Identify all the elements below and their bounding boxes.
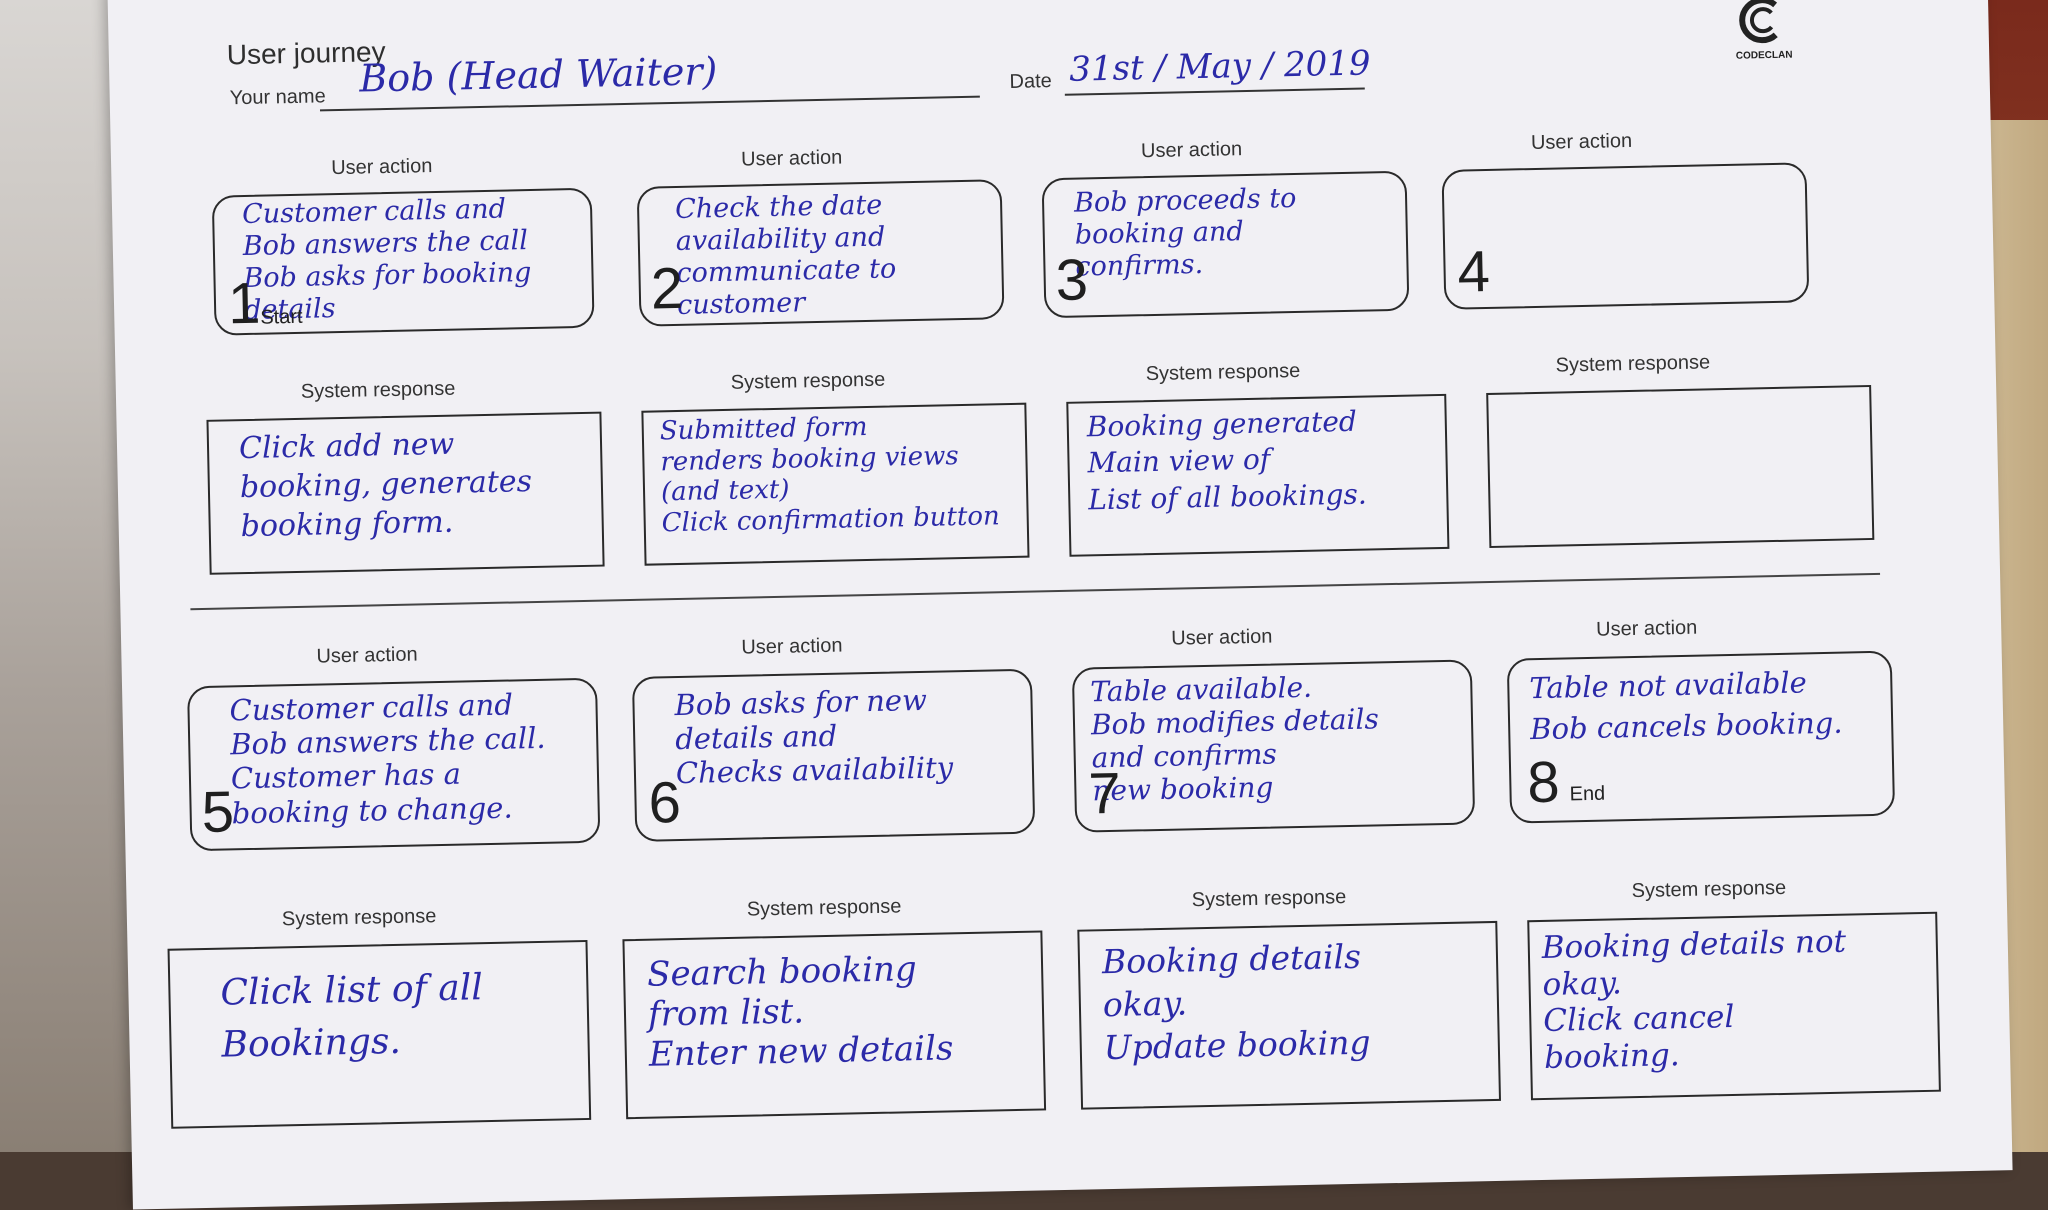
system-response-text-7: Booking details okay. Update booking — [1101, 936, 1371, 1067]
system-response-box-2: Submitted form renders booking views (an… — [641, 402, 1030, 566]
system-response-label-2: System response — [730, 368, 886, 394]
system-response-label-1: System response — [300, 377, 456, 403]
end-label: End — [1569, 782, 1606, 806]
user-action-text-2: Check the date availability and communic… — [674, 189, 897, 321]
user-action-label-4: User action — [1530, 129, 1633, 155]
system-response-label-4: System response — [1555, 351, 1711, 377]
step-number-2: 2 — [650, 255, 684, 322]
step-number-8: 8 — [1526, 749, 1561, 816]
codeclan-logo: CODECLAN — [1718, 0, 1809, 62]
user-action-box-1: Customer calls and Bob answers the call … — [211, 187, 595, 337]
codeclan-logo-icon — [1739, 0, 1778, 44]
user-action-text-6: Bob asks for new details and Checks avai… — [674, 682, 954, 791]
step-number-4: 4 — [1456, 238, 1491, 305]
user-action-text-7: Table available. Bob modifies details an… — [1090, 670, 1380, 808]
step-number-7: 7 — [1087, 760, 1122, 827]
system-response-label-7: System response — [1191, 886, 1347, 912]
logo-text: CODECLAN — [1735, 49, 1793, 62]
date-label: Date — [1009, 70, 1053, 93]
date-value: 31st / May / 2019 — [1068, 43, 1372, 90]
system-response-box-6: Search booking from list. Enter new deta… — [622, 930, 1047, 1120]
system-response-box-5: Click list of all Bookings. — [167, 939, 592, 1129]
system-response-box-1: Click add new booking, generates booking… — [206, 411, 605, 575]
user-action-label-7: User action — [1171, 625, 1273, 650]
user-action-label-8: User action — [1595, 616, 1698, 641]
system-response-text-2: Submitted form renders booking views (an… — [659, 412, 1001, 539]
system-response-box-8: Booking details not okay. Click cancel b… — [1527, 911, 1941, 1101]
user-action-text-8: Table not available Bob cancels booking. — [1529, 665, 1843, 746]
system-response-label-3: System response — [1145, 359, 1301, 386]
step-number-5: 5 — [201, 779, 235, 846]
system-response-box-3: Booking generated Main view of List of a… — [1066, 393, 1450, 557]
system-response-text-8: Booking details not okay. Click cancel b… — [1541, 923, 1847, 1076]
system-response-text-1: Click add new booking, generates booking… — [238, 426, 533, 545]
user-action-text-3: Bob proceeds to booking and confirms. — [1073, 182, 1297, 283]
system-response-label-5: System response — [281, 905, 437, 931]
row-divider — [190, 572, 1881, 611]
start-label: Start — [260, 305, 303, 329]
user-action-label-3: User action — [1140, 138, 1243, 163]
step-number-1: 1 — [227, 270, 261, 337]
user-action-label-6: User action — [741, 634, 843, 659]
name-label: Your name — [229, 85, 326, 110]
user-action-box-2: Check the date availability and communic… — [636, 179, 1005, 327]
user-action-label-5: User action — [316, 643, 418, 668]
step-number-3: 3 — [1055, 247, 1089, 314]
user-action-label-2: User action — [740, 146, 843, 171]
system-response-label-8: System response — [1631, 876, 1787, 903]
user-action-box-5: Customer calls and Bob answers the call.… — [187, 677, 601, 852]
user-action-box-3: Bob proceeds to booking and confirms. 3 — [1041, 170, 1410, 319]
name-value: Bob (Head Waiter) — [358, 49, 718, 101]
user-action-label-1: User action — [330, 155, 433, 180]
system-response-text-6: Search booking from list. Enter new deta… — [646, 949, 954, 1075]
user-action-box-7: Table available. Bob modifies details an… — [1071, 659, 1476, 833]
user-action-box-8: Table not available Bob cancels booking.… — [1506, 650, 1896, 824]
system-response-box-7: Booking details okay. Update booking — [1077, 920, 1502, 1110]
system-response-text-5: Click list of all Bookings. — [220, 967, 484, 1066]
user-action-text-5: Customer calls and Bob answers the call.… — [229, 687, 546, 831]
step-number-6: 6 — [647, 769, 682, 836]
system-response-label-6: System response — [746, 895, 902, 921]
paper-sheet: User journey Your name Bob (Head Waiter)… — [107, 0, 2013, 1210]
system-response-text-3: Booking generated Main view of List of a… — [1086, 404, 1368, 517]
system-response-box-4 — [1486, 384, 1875, 548]
user-action-box-4: 4 — [1441, 162, 1810, 310]
user-action-box-6: Bob asks for new details and Checks avai… — [631, 668, 1036, 842]
